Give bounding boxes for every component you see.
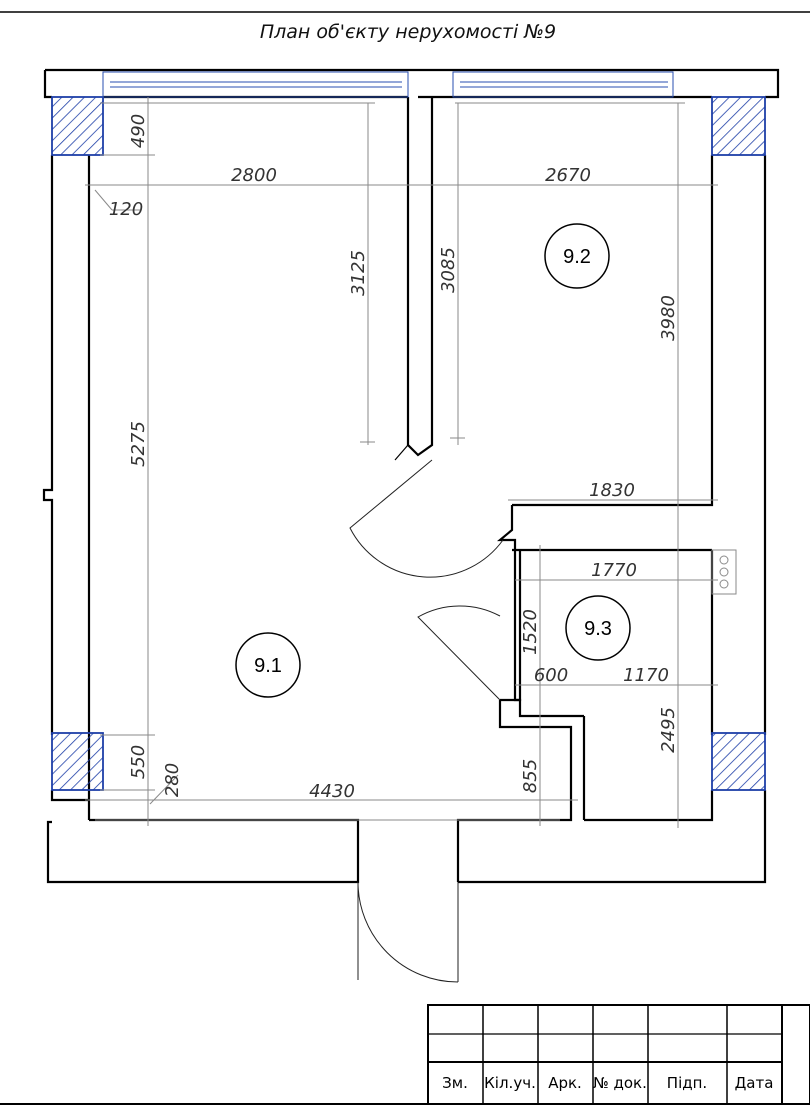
dimension-labels: 490 2800 2670 120 3125 3085 3980 5275 18… <box>109 114 679 802</box>
plan-title: План об'єкту нерухомості №9 <box>260 21 556 43</box>
column-top-right <box>711 96 766 156</box>
dim-855: 855 <box>520 759 541 793</box>
room-marker-9-1 <box>235 632 301 698</box>
stamp-header-doc: № док. <box>593 1074 647 1092</box>
room-marker-9-3 <box>565 595 631 661</box>
room-marker-9-2 <box>544 223 610 289</box>
dim-2800: 2800 <box>231 165 277 186</box>
dim-120: 120 <box>109 199 143 220</box>
door-9-1-to-9-2 <box>349 459 504 578</box>
room-label-9-2: 9.2 <box>563 246 591 268</box>
dim-280: 280 <box>162 763 183 797</box>
dim-2670: 2670 <box>545 165 591 186</box>
service-marker <box>711 549 737 595</box>
dim-1520: 1520 <box>520 609 541 655</box>
dim-600: 600 <box>534 665 568 686</box>
dim-3085: 3085 <box>438 247 459 293</box>
door-entrance <box>357 881 459 983</box>
structural-columns <box>51 96 766 791</box>
dim-2495: 2495 <box>658 707 679 753</box>
stamp-header-kilkist: Кіл.уч. <box>484 1074 536 1092</box>
room-label-9-3: 9.3 <box>584 618 612 640</box>
column-bottom-left <box>51 732 104 791</box>
stamp-header-data: Дата <box>735 1074 774 1092</box>
room-label-9-1: 9.1 <box>254 655 282 677</box>
dim-550: 550 <box>128 745 149 779</box>
stamp-header-ark: Арк. <box>548 1074 582 1092</box>
dim-3980: 3980 <box>658 295 679 341</box>
stamp-header-pidp: Підп. <box>667 1074 707 1092</box>
door-9-3 <box>417 605 501 701</box>
interior-partitions <box>394 97 712 729</box>
window-left <box>102 71 409 98</box>
outer-walls <box>42 68 780 884</box>
stamp-header-zm: Зм. <box>442 1074 468 1092</box>
dim-1770: 1770 <box>591 560 637 581</box>
dim-1830: 1830 <box>589 480 635 501</box>
dim-3125: 3125 <box>348 250 369 296</box>
title-block: Зм. Кіл.уч. Арк. № док. Підп. Дата <box>0 1004 810 1105</box>
column-top-left <box>51 96 104 156</box>
windows <box>102 71 674 98</box>
column-bottom-right <box>711 732 766 791</box>
dim-4430: 4430 <box>309 781 355 802</box>
dimension-lines <box>85 97 737 828</box>
dim-5275: 5275 <box>128 421 149 467</box>
dim-490: 490 <box>128 114 149 148</box>
dim-1170: 1170 <box>623 665 669 686</box>
doors <box>349 459 504 983</box>
window-right <box>452 71 674 98</box>
room-labels: 9.2 9.3 9.1 <box>235 223 631 698</box>
